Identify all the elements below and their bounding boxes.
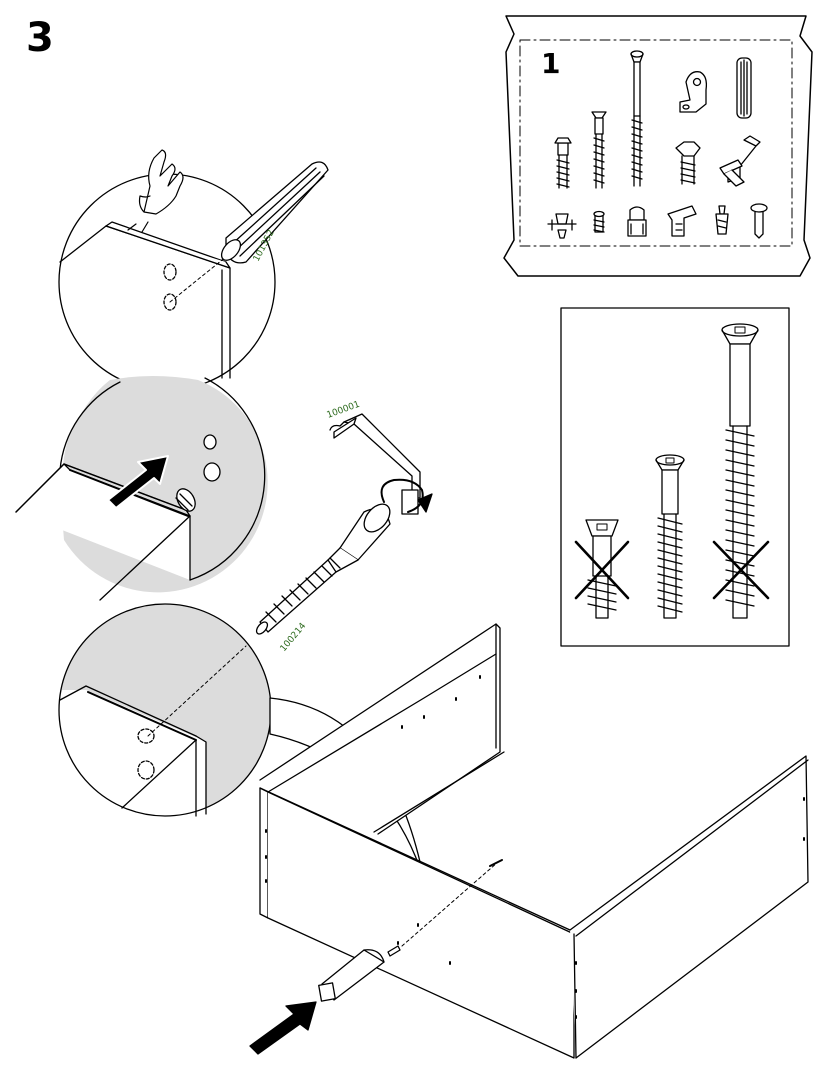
bag-screw-long: [630, 50, 644, 187]
bag-angle-bracket: [679, 71, 708, 113]
screw-correct: [655, 454, 685, 619]
bag-nail: [750, 203, 768, 239]
cam-screw: [255, 503, 391, 635]
bag-screw-tiny: [593, 210, 605, 233]
hardware-bag-number: 1: [541, 47, 561, 80]
leg: [318, 949, 385, 1002]
detail-circle-push: [15, 376, 268, 601]
carcass: [259, 623, 809, 1059]
push-arrow-icon: [107, 455, 169, 509]
screw-too-long: [721, 323, 759, 619]
panel-holes: [265, 675, 805, 1019]
cross-out-icon: [574, 540, 630, 600]
bag-screw-medium: [591, 111, 607, 189]
bag-bolt-hex: [675, 141, 701, 185]
detail-circle-hole: [58, 603, 272, 821]
push-arrow-icon: [249, 1001, 317, 1055]
bag-cam-lock: [627, 206, 647, 237]
wood-dowel: [220, 161, 329, 264]
hardware-bag: [503, 15, 813, 277]
bag-allen-key: [719, 135, 761, 187]
bag-screw-short: [554, 137, 572, 189]
step-number: 3: [26, 15, 54, 61]
bag-wood-dowel: [736, 57, 752, 119]
part-code-cam-screw: 100214: [279, 621, 309, 654]
screw-comparison-panel: [560, 307, 790, 647]
hand-pressing-icon: [127, 149, 184, 233]
bag-plastic-plug: [715, 205, 729, 235]
bag-cam-screw-small: [547, 213, 577, 239]
bag-shelf-pin: [667, 205, 697, 237]
detail-circle-dowel: 101352: [58, 149, 329, 391]
rotate-arrow-icon: [380, 478, 433, 513]
allen-key: [329, 413, 421, 515]
cross-out-icon: [712, 540, 770, 600]
